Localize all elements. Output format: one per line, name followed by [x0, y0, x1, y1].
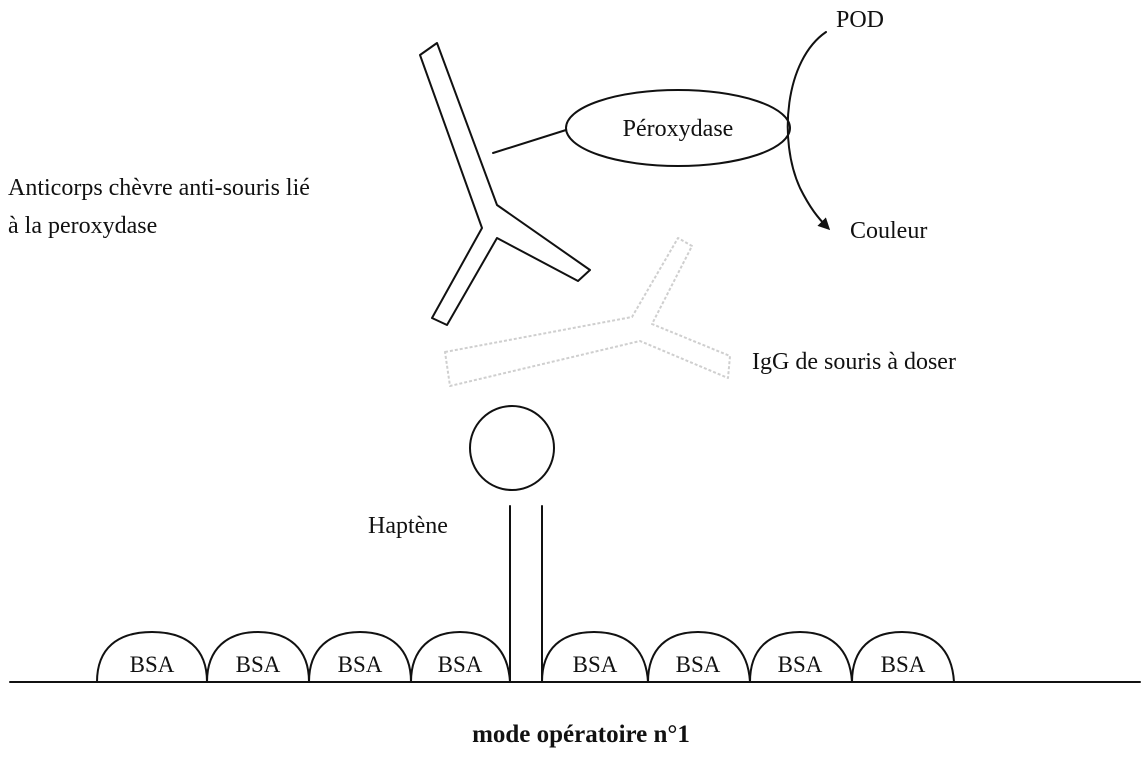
haptene-head: [469, 405, 555, 491]
peroxydase-label: Péroxydase: [623, 116, 734, 142]
bsa-bump: [308, 631, 412, 683]
bsa-bump: [206, 631, 310, 683]
bsa-bump: [647, 631, 751, 683]
mouse-igg-antibody: [444, 237, 731, 387]
anticorps-label-line2: à la peroxydase: [8, 213, 157, 239]
bsa-label: BSA: [130, 652, 175, 677]
antibody-linker: [492, 129, 567, 154]
bsa-group-right: [541, 631, 955, 683]
goat-antibody: [419, 42, 591, 326]
bsa-label: BSA: [438, 652, 483, 677]
bsa-label: BSA: [676, 652, 721, 677]
haptene-label: Haptène: [368, 513, 448, 539]
figure-caption: mode opératoire n°1: [472, 721, 690, 748]
peroxydase-enzyme: [565, 89, 791, 167]
haptene-structure: [469, 405, 555, 683]
bsa-label: BSA: [778, 652, 823, 677]
igg-label: IgG de souris à doser: [752, 349, 956, 375]
bsa-bump: [541, 631, 649, 683]
bsa-label: BSA: [573, 652, 618, 677]
bsa-label: BSA: [338, 652, 383, 677]
bsa-bump: [749, 631, 853, 683]
bsa-bump: [410, 631, 511, 683]
pod-label: POD: [836, 7, 884, 33]
bsa-group-left: [96, 631, 511, 683]
bsa-bump: [851, 631, 955, 683]
couleur-label: Couleur: [850, 218, 927, 244]
bsa-label: BSA: [881, 652, 926, 677]
bsa-bump: [96, 631, 208, 683]
reaction-arrow: [786, 31, 831, 231]
bsa-label: BSA: [236, 652, 281, 677]
anticorps-label-line1: Anticorps chèvre anti-souris lié: [8, 175, 310, 201]
